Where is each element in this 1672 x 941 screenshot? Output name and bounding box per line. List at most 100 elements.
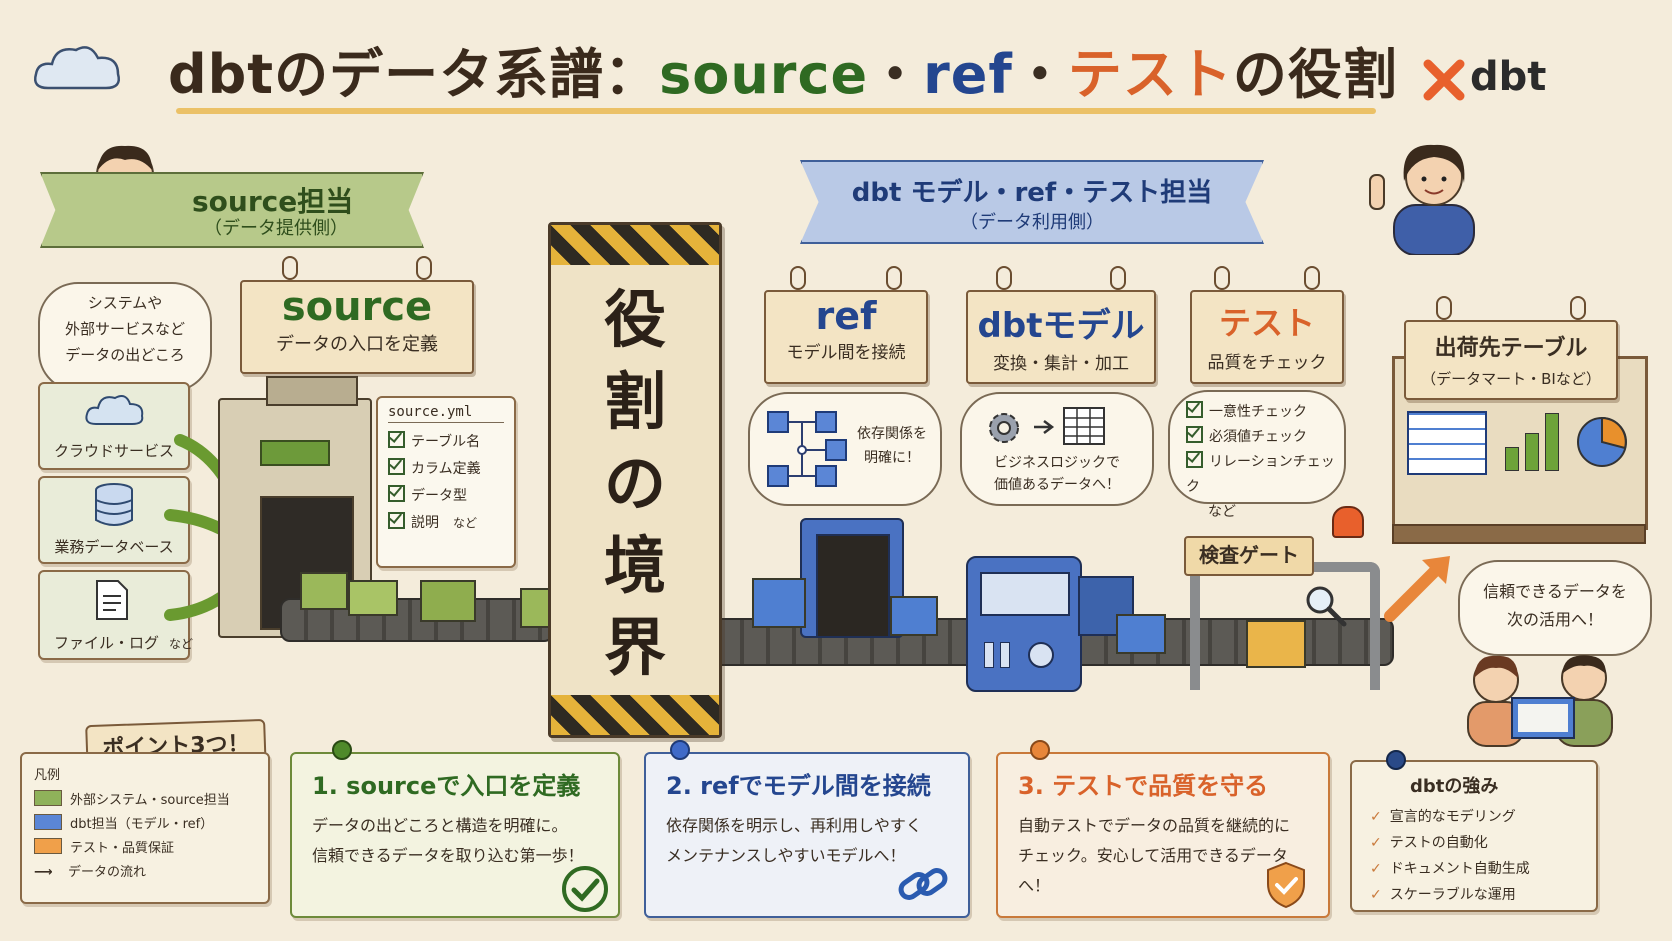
- step-title: 2. refでモデル間を接続: [666, 772, 931, 800]
- dbt-x-icon: [1423, 59, 1465, 101]
- legend-item-label: dbt担当（モデル・ref）: [70, 817, 214, 832]
- page-title: dbtのデータ系譜：source・ref・テストの役割: [168, 30, 1397, 110]
- strength-item: ✓ドキュメント自動生成: [1370, 856, 1578, 882]
- ref-bubble-line1: 依存関係を: [857, 426, 927, 442]
- shield-check-icon: [1267, 861, 1305, 909]
- model-sign-desc: 変換・集計・加工: [993, 354, 1129, 374]
- source-sign: source データの入口を定義: [240, 256, 474, 374]
- title-role: の役割: [1232, 43, 1398, 106]
- legend-title: 凡例: [34, 768, 61, 783]
- dbt-role-title: dbt モデル・ref・テスト担当: [851, 178, 1213, 208]
- yml-item: テーブル名: [388, 429, 504, 456]
- source-role-banner: source担当 （データ提供側）: [40, 172, 424, 248]
- blue-data-box: [1116, 614, 1166, 654]
- step-card-test: 3. テストで品質を守る 自動テストでデータの品質を継続的に チェック。安心して…: [996, 740, 1330, 918]
- title-sep2: ・: [1012, 43, 1068, 106]
- boundary-char: 役: [603, 283, 666, 356]
- source-yml-card: source.yml テーブル名 カラム定義 データ型 説明など: [376, 396, 516, 568]
- test-sign-desc: 品質をチェック: [1207, 353, 1327, 373]
- title-test: テスト: [1067, 43, 1233, 106]
- legend-item: dbt担当（モデル・ref）: [34, 813, 256, 837]
- strength-item: ✓スケーラブルな運用: [1370, 882, 1578, 908]
- arrow-right-icon: [1034, 420, 1055, 434]
- dest-sign-subtitle: （データマート・BIなど）: [1421, 370, 1601, 388]
- tick-icon: ✓: [1370, 835, 1382, 851]
- check-icon: [1186, 451, 1203, 468]
- blue-data-box: [890, 596, 938, 636]
- test-check-item: リレーションチェック: [1186, 450, 1344, 500]
- gear-icon: [989, 413, 1019, 443]
- test-check-suffix: など: [1208, 504, 1236, 520]
- yellow-tested-box: [1246, 620, 1306, 668]
- step-line: 信頼できるデータを取り込む第一歩！: [312, 846, 584, 865]
- destination-bubble: 信頼できるデータを 次の活用へ！: [1458, 560, 1652, 656]
- legend-swatch-orange: [34, 838, 62, 854]
- dbt-role-subtitle: （データ利用側）: [960, 212, 1104, 233]
- alarm-light-icon: [1332, 506, 1364, 538]
- dbt-model-sign: dbtモデル 変換・集計・加工: [966, 266, 1156, 384]
- legend-swatch-green: [34, 790, 62, 806]
- role-boundary-post: 役 割 の 境 界: [548, 222, 722, 738]
- ref-bubble-line2: 明確に！: [864, 450, 920, 466]
- check-icon: [1186, 426, 1203, 443]
- dest-sign-title: 出荷先テーブル: [1434, 336, 1588, 361]
- green-data-box: [420, 580, 476, 622]
- model-bubble-line2: 価値あるデータへ！: [994, 477, 1120, 493]
- pin-icon: [1030, 740, 1050, 760]
- title-ref: ref: [923, 43, 1013, 106]
- step-line: データの出どころと構造を明確に。: [312, 816, 568, 835]
- ref-sign-desc: モデル間を接続: [786, 343, 906, 363]
- legend-swatch-blue: [34, 814, 62, 830]
- strengths-title: dbtの強み: [1410, 776, 1499, 797]
- title-sep1: ・: [868, 43, 924, 106]
- model-sign-title: dbtモデル: [977, 306, 1145, 346]
- pie-chart-icon: [1577, 416, 1627, 467]
- check-icon: [388, 485, 405, 502]
- file-card-label: ファイル・ログ: [54, 634, 160, 652]
- title-underline: [176, 108, 1376, 114]
- source-machine-chimney: [266, 376, 358, 406]
- model-bubble-line1: ビジネスロジックで: [994, 455, 1120, 471]
- yml-item: データ型: [388, 483, 504, 510]
- systems-bubble-line3: データの出どころ: [65, 346, 185, 364]
- table-icon: [1063, 407, 1105, 445]
- step-line: 依存関係を明示し、再利用しやすく: [666, 816, 922, 835]
- file-card-suffix: など: [169, 637, 194, 651]
- destination-stand: [1392, 524, 1646, 544]
- cloud-icon: [85, 395, 144, 425]
- source-role-title: source担当: [192, 185, 354, 218]
- check-icon: [388, 458, 405, 475]
- ref-sign: ref モデル間を接続: [764, 266, 928, 384]
- legend-item: ⟶ データの流れ: [34, 861, 256, 885]
- dest-bubble-line2: 次の活用へ！: [1506, 610, 1603, 629]
- strength-item: ✓ テストの自動化: [1370, 830, 1578, 856]
- boundary-char: 界: [603, 611, 666, 684]
- title-part-dbt: dbtのデータ系譜：: [168, 43, 660, 106]
- test-checks-bubble: 一意性チェック 必須値チェック リレーションチェック など: [1168, 390, 1346, 520]
- tick-icon: ✓: [1370, 809, 1382, 825]
- magnifier-icon: [1306, 586, 1347, 627]
- pin-icon: [670, 740, 690, 760]
- step-title: 3. テストで品質を守る: [1018, 772, 1269, 800]
- yml-item-label: 説明: [411, 515, 439, 531]
- cloud-decoration-icon: [28, 38, 128, 102]
- systems-bubble-line2: 外部サービスなど: [64, 320, 185, 338]
- dbt-logo-text: dbt: [1470, 54, 1547, 100]
- systems-bubble: システムや 外部サービスなど データの出どころ: [38, 282, 212, 392]
- ref-bubble: 依存関係を 明確に！: [748, 392, 942, 506]
- dest-bubble-line1: 信頼できるデータを: [1483, 582, 1627, 601]
- source-role-subtitle: （データ提供側）: [204, 218, 348, 239]
- strengths-panel: dbtの強み ✓ 宣言的なモデリング ✓ テストの自動化 ✓ドキュメント自動生成 ✓…: [1350, 750, 1598, 912]
- legend-item: 外部システム・source担当: [34, 789, 256, 813]
- legend-item-label: データの流れ: [68, 865, 147, 880]
- dbt-model-machine-side: [1078, 576, 1134, 636]
- step-title: 1. sourceで入口を定義: [312, 772, 581, 800]
- system-card-cloud: クラウドサービス: [38, 382, 190, 470]
- yml-item-label: データ型: [411, 488, 467, 504]
- test-sign: テスト 品質をチェック: [1190, 266, 1344, 384]
- legend-panel: 凡例 外部システム・source担当 dbt担当（モデル・ref） テスト・品質…: [20, 752, 270, 904]
- boundary-char: 割: [603, 365, 666, 438]
- strength-label: 宣言的なモデリング: [1389, 809, 1516, 825]
- flow-arrow-icon: ⟶: [34, 865, 53, 880]
- strength-label: テストの自動化: [1389, 835, 1488, 851]
